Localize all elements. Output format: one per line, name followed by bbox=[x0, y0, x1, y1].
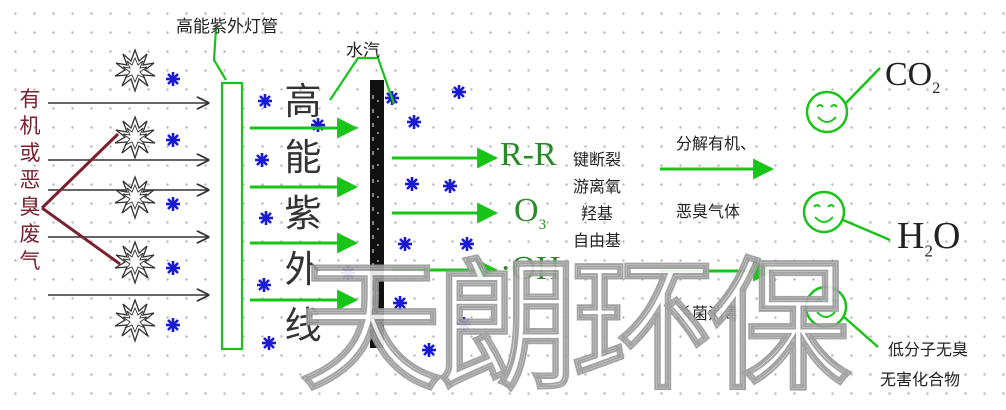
vapor-pointer bbox=[329, 56, 396, 105]
mechanism-line-1: 键断裂 bbox=[572, 150, 621, 169]
sterilize-label: 杀菌消毒 bbox=[676, 304, 741, 323]
chem-hydroxyl: ·OH bbox=[500, 250, 561, 287]
product-connectors bbox=[842, 67, 891, 348]
h2o-sub: 2 bbox=[924, 241, 933, 261]
odor-burst-symbols bbox=[114, 49, 156, 342]
chem-ozone: O3 bbox=[514, 192, 546, 234]
chem-green-arrows bbox=[392, 147, 499, 281]
co2-sub: 2 bbox=[932, 79, 941, 97]
product-h2o: H2O bbox=[897, 214, 960, 262]
mechanism-line-4: 自由基 bbox=[572, 231, 621, 250]
uv-lamp-tube bbox=[220, 81, 244, 351]
harmless-line-2: 无害化合物 bbox=[880, 370, 961, 389]
uv-radiation-label: 高能紫外线 bbox=[284, 80, 322, 347]
smiley-face-2 bbox=[802, 190, 846, 234]
source-bracket-lines bbox=[40, 132, 121, 266]
h2o-o: O bbox=[932, 215, 961, 257]
decompose-line-2: 恶臭气体 bbox=[676, 202, 741, 221]
source-gas-label: 有机或恶臭废气 bbox=[19, 87, 41, 273]
process-green-arrows bbox=[660, 158, 775, 282]
uv-tube-label: 高能紫外灯管 bbox=[176, 17, 278, 37]
harmless-line-1: 低分子无臭 bbox=[888, 340, 969, 359]
mechanism-line-3: 羟基 bbox=[580, 204, 613, 223]
ozone-sub: 3 bbox=[538, 216, 547, 233]
chem-rr: R-R bbox=[500, 136, 557, 173]
uv-green-arrows bbox=[250, 117, 359, 311]
uv-tube-pointer bbox=[212, 27, 227, 81]
h2o-h: H bbox=[897, 215, 925, 257]
mechanism-line-2: 游离氧 bbox=[572, 177, 621, 196]
mechanism-text: 键断裂 游离氧 羟基 自由基 bbox=[564, 146, 630, 254]
smiley-face-1 bbox=[805, 90, 849, 134]
decompose-line-1: 分解有机、 bbox=[676, 134, 757, 153]
ozone-main: O bbox=[514, 192, 539, 229]
co2-main: CO bbox=[885, 56, 933, 93]
product-co2: CO2 bbox=[885, 56, 940, 98]
smiley-face-3 bbox=[804, 285, 848, 329]
water-vapor-bar bbox=[370, 80, 384, 348]
vapor-label: 水汽 bbox=[346, 41, 380, 61]
